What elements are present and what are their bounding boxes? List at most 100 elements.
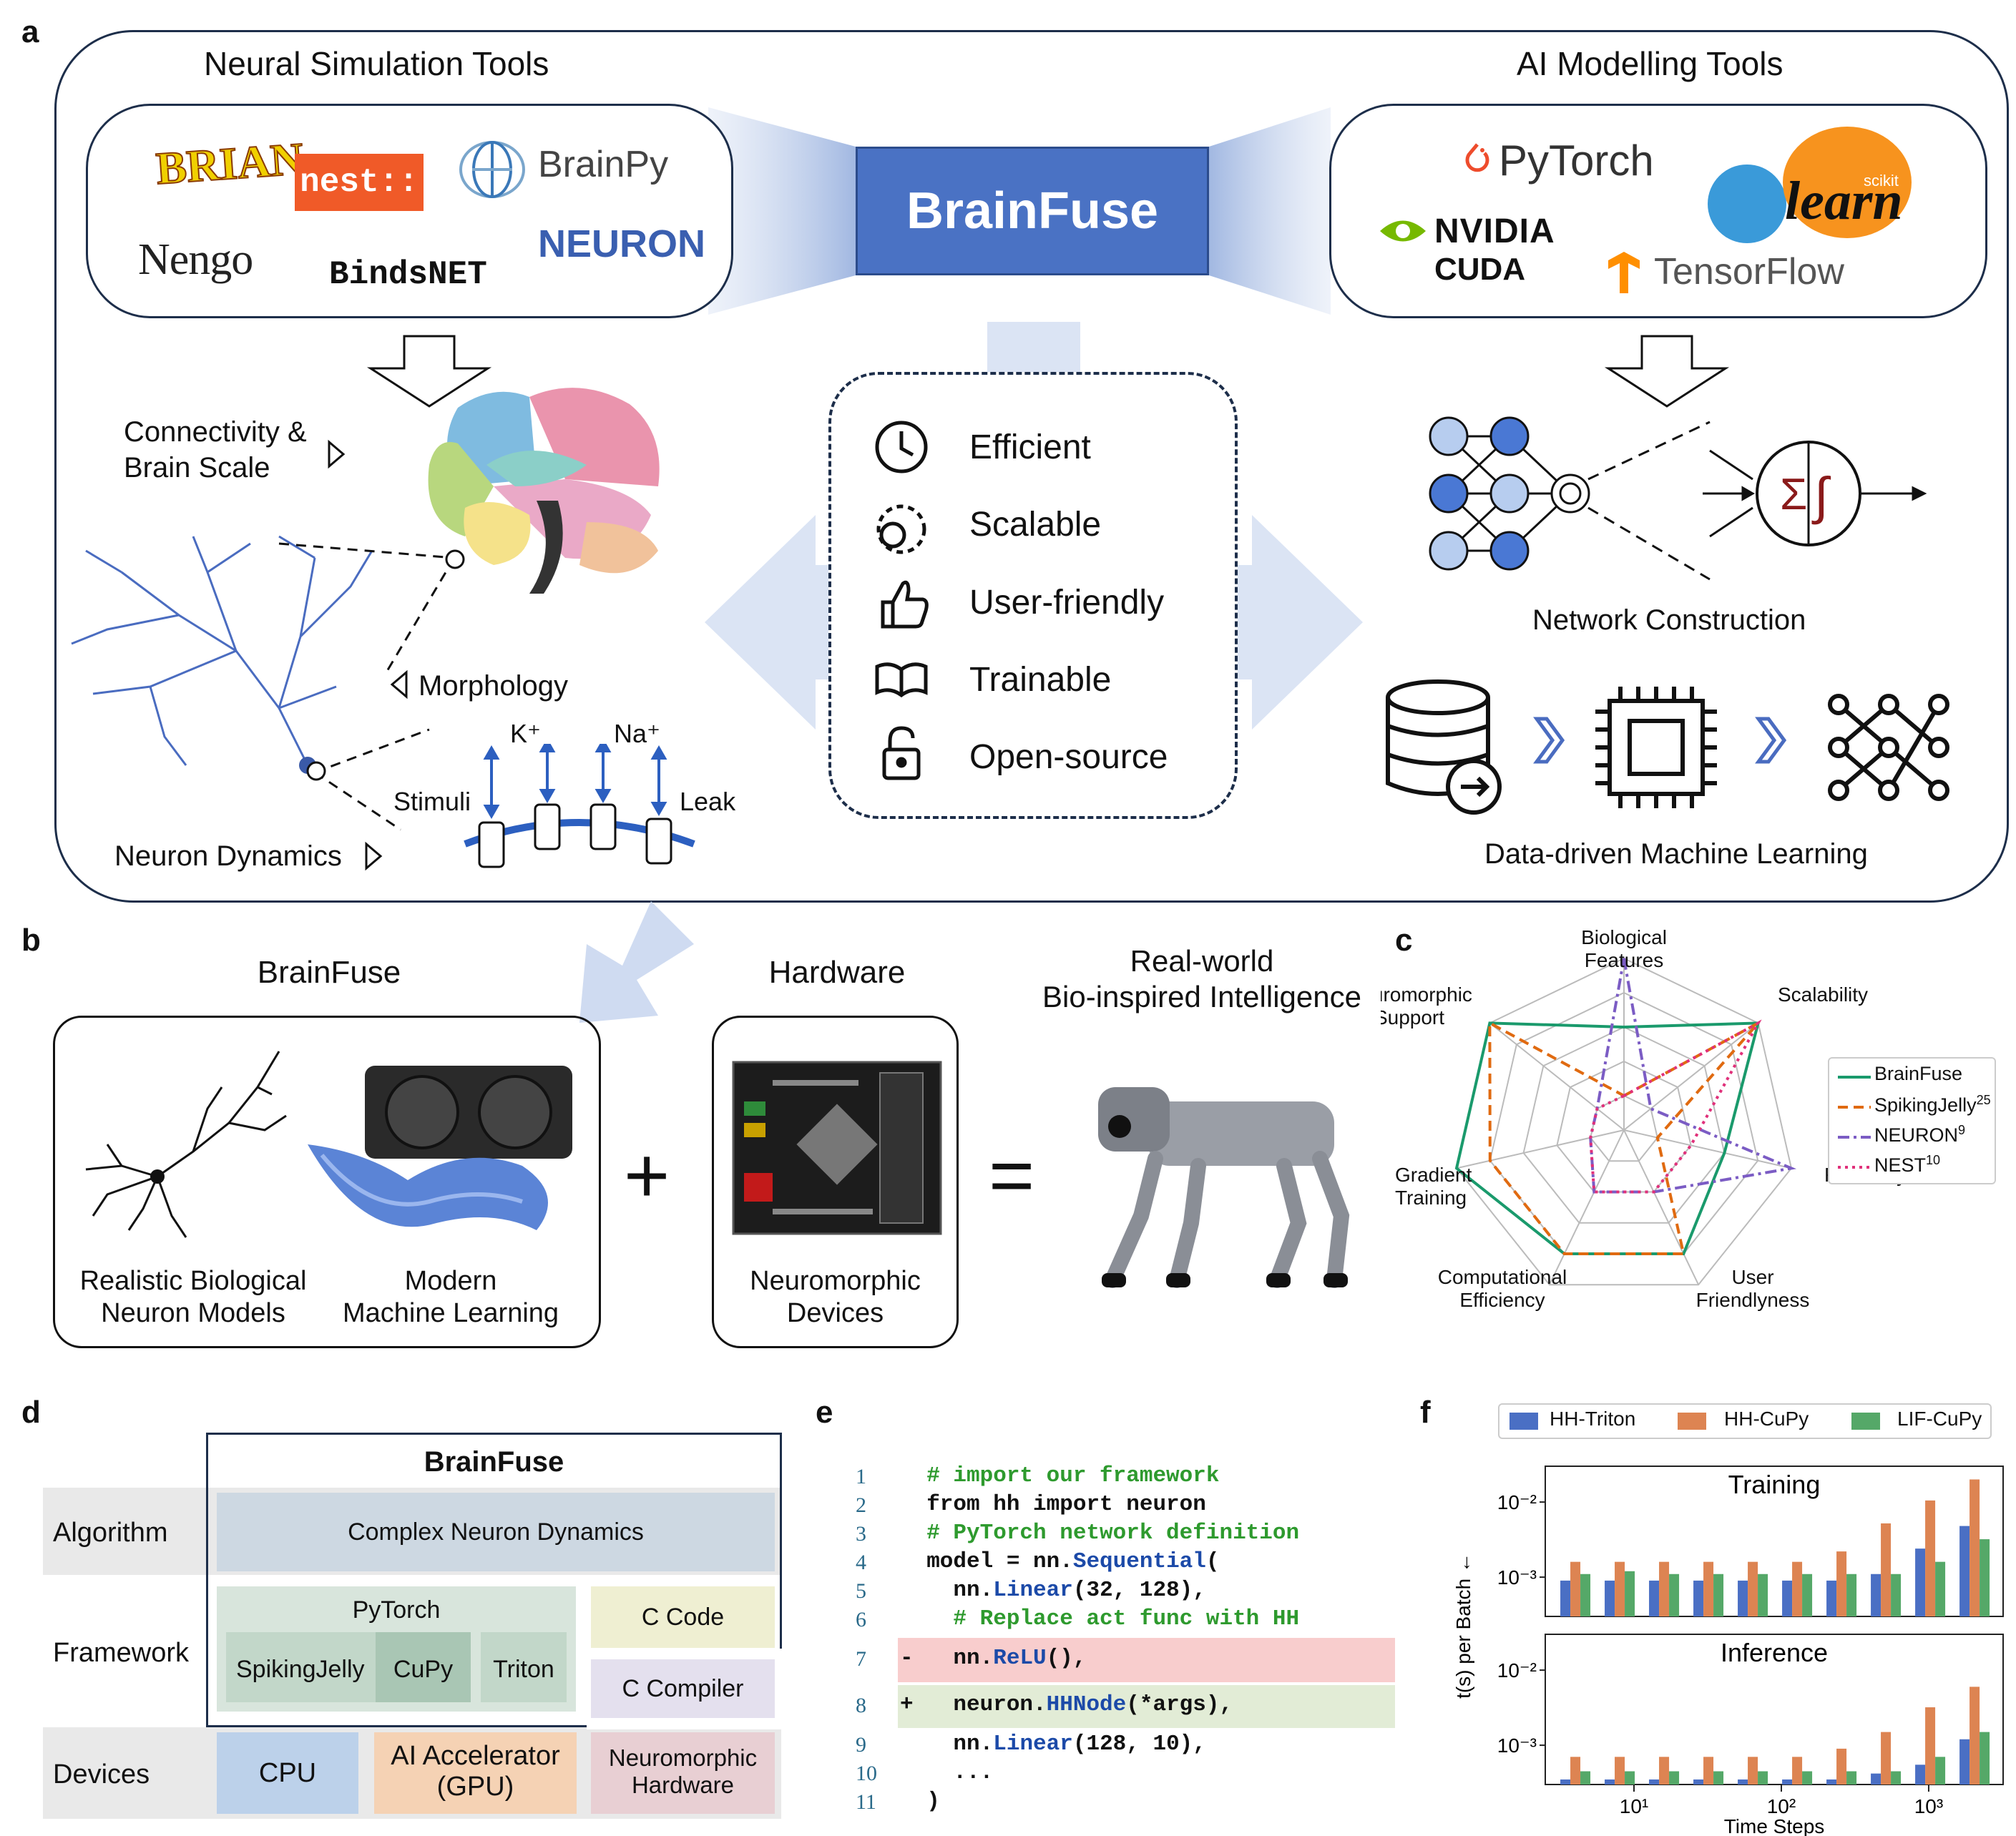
b-plus-sign: + [624,1131,670,1219]
d-ccompiler-label: C Compiler [622,1675,744,1702]
bar-hh-cupy [1748,1757,1758,1785]
d-row-algorithm: Algorithm [53,1518,168,1548]
code-line-number: 2 [856,1493,866,1517]
b-realworld-title-1: Real-world [1130,944,1274,978]
b-hardware-title: Hardware [768,955,906,990]
pytorch-logo: PyTorch [1499,137,1654,185]
x-tick-label: 10¹ [1620,1795,1648,1817]
code-line-number: 1 [856,1465,866,1488]
svg-text:Σ: Σ [1780,470,1807,519]
bar-hh-triton [1605,1580,1615,1616]
d-pytorch-label: PyTorch [352,1596,441,1624]
brainpy-logo: BrainPy [538,144,669,185]
bar-hh-cupy [1748,1561,1758,1616]
book-icon [875,662,928,698]
brainpy-icon [458,139,527,204]
d-gpu-box: AI Accelerator (GPU) [374,1732,577,1814]
panel-label-c: c [1395,923,1413,958]
radar-axis-label: User [1731,1266,1773,1288]
bar-hh-cupy [1703,1757,1714,1785]
bar-hh-triton [1826,1779,1837,1785]
radar-series-brainfuse [1454,1021,1761,1255]
x-tick-label: 10² [1767,1795,1796,1817]
radar-axis-label: Scalability [1778,983,1868,1006]
bar-lif-cupy [1713,1771,1724,1785]
down-left-arrow [579,901,694,1023]
bar-hh-triton [1826,1580,1837,1616]
bar-hh-cupy [1615,1757,1625,1785]
e-removed-line-bg [898,1638,1395,1682]
k-ion-label: K⁺ [510,719,542,748]
d-triton-label: Triton [493,1656,554,1683]
code-line-number: 9 [856,1733,866,1757]
subplot-title: Training [1728,1470,1821,1499]
d-complex-label: Complex Neuron Dynamics [348,1518,644,1546]
f-legend-swatch-lifcupy [1851,1413,1880,1430]
feature-scalable: Scalable [969,506,1102,544]
bar-hh-cupy [1703,1561,1714,1616]
bar-lif-cupy [1980,1539,1990,1616]
panel-label-f: f [1420,1395,1431,1430]
ion-channel-illustration [464,744,695,868]
subplot-title: Inference [1721,1638,1828,1667]
b-neuron-illustration [85,1051,287,1238]
svg-text:∫: ∫ [1811,468,1831,525]
bar-hh-triton [1649,1779,1660,1785]
code-line-number: 3 [856,1522,866,1546]
radar-spoke [1623,1129,1700,1285]
radar-axis-label: Gradient [1395,1164,1472,1186]
bar-lif-cupy [1669,1771,1680,1785]
scikit-label: scikit [1864,172,1899,190]
radar-spoke [1548,1129,1625,1285]
bar-hh-triton [1871,1773,1882,1785]
bar-hh-triton [1782,1580,1793,1616]
morphology-label: Morphology [419,670,569,702]
radar-spoke [1489,1022,1625,1131]
y-axis-label: t(s) per Batch ← [1452,1553,1474,1699]
bar-hh-triton [1693,1779,1704,1785]
b-board-illustration [732,1061,942,1235]
f-legend [1498,1403,1992,1439]
bar-lif-cupy [1669,1574,1680,1616]
panel-a-frame [54,30,2009,903]
feature-icons [875,421,929,780]
d-neurohw-label-1: Neuromorphic [608,1744,758,1771]
ai-tools-title: AI Modelling Tools [1517,45,1783,82]
bar-hh-cupy [1570,1757,1581,1785]
b-neuromorphic-label-2: Devices [786,1298,884,1328]
f-legend-hhcupy: HH-CuPy [1724,1408,1809,1430]
sklearn-icon [1697,125,1919,257]
leak-label: Leak [680,787,736,816]
network-construction-label: Network Construction [1532,604,1806,636]
code-line: # PyTorch network definition [900,1521,1300,1546]
lock-icon [882,726,921,780]
bar-lif-cupy [1891,1574,1902,1616]
bar-lif-cupy [1802,1574,1813,1616]
legend-spikingjelly: SpikingJelly25 [1874,1093,1991,1116]
bar-hh-cupy [1881,1732,1892,1785]
radar-series-nest [1589,1019,1762,1194]
thumbs-up-icon [881,580,929,629]
code-line: ) [900,1789,940,1814]
cuda-logo: CUDA [1434,252,1526,287]
bar-lif-cupy [1758,1771,1768,1785]
code-line: # import our framework [900,1463,1220,1488]
y-tick-label: 10⁻³ [1497,1734,1537,1757]
bar-hh-cupy [1925,1707,1936,1785]
code-line-number: 11 [856,1790,876,1814]
na-ion-label: Na⁺ [614,719,661,748]
code-diff-sign: - [900,1646,914,1671]
bar-lif-cupy [1846,1771,1857,1785]
bar-lif-cupy [1846,1574,1857,1616]
bar-lif-cupy [1980,1732,1990,1785]
code-line: nn.Linear(128, 10), [900,1732,1206,1757]
neural-tools-box [86,104,733,318]
feature-open-source: Open-source [969,738,1168,776]
legend-neuron: NEURON9 [1874,1123,1966,1146]
d-cupy-label: CuPy [393,1656,454,1683]
neural-tools-title: Neural Simulation Tools [204,45,549,82]
code-line-number: 10 [856,1762,877,1785]
bar-hh-cupy [1969,1687,1980,1785]
d-cpu-label: CPU [258,1758,317,1788]
